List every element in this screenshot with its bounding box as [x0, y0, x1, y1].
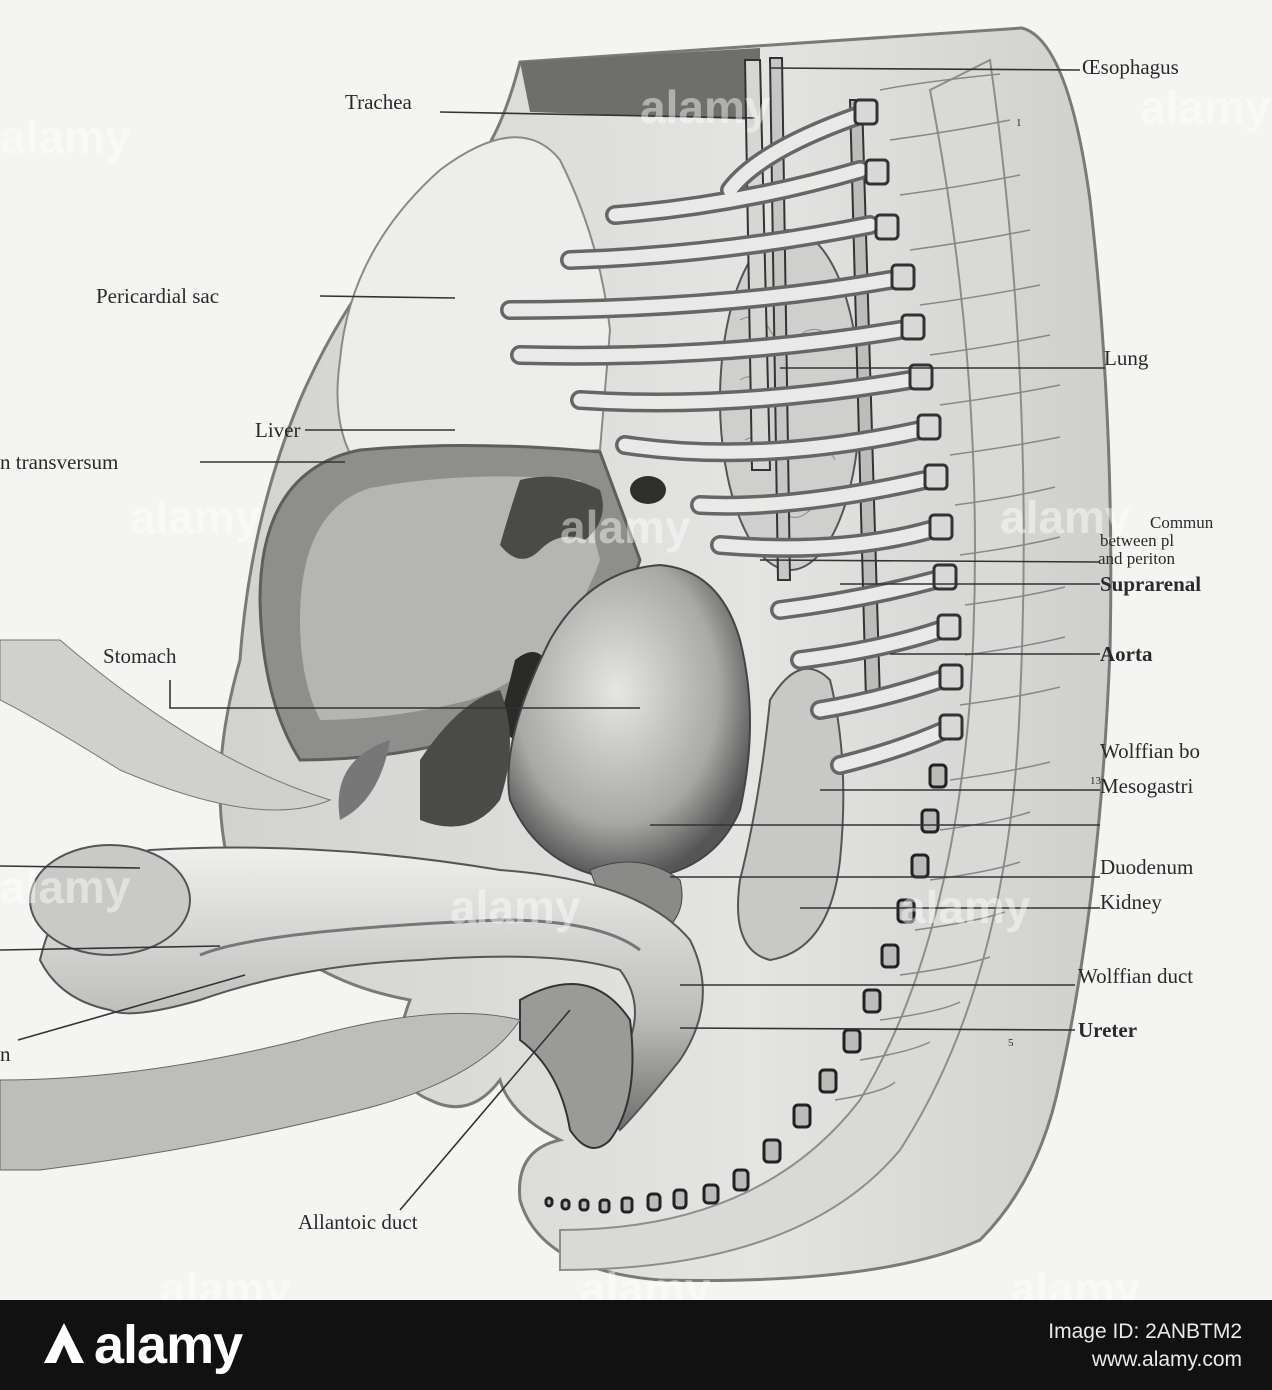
watermark: alamy — [0, 861, 131, 913]
leader-oesophagus — [769, 67, 1081, 71]
label-allantoic-duct: Allantoic duct — [298, 1210, 418, 1234]
umbilical-loop — [29, 844, 191, 956]
label-communication-1: Commun — [1150, 513, 1214, 532]
leader-stomach — [169, 680, 640, 709]
leader-left-upper — [0, 865, 141, 869]
site-url: www.alamy.com — [1091, 1348, 1242, 1371]
watermark: alamy — [640, 81, 771, 133]
label-wolffian-duct: Wolffian duct — [1078, 964, 1194, 988]
watermark: alamy — [0, 111, 131, 163]
label-pericardial-sac: Pericardial sac — [96, 284, 220, 308]
stock-footer: alamy Image ID: 2ANBTM2 www.alamy.com — [0, 1300, 1272, 1390]
spinal-nerves — [834, 73, 1066, 1101]
vertebrae — [853, 98, 964, 741]
watermark: alamy — [1140, 81, 1271, 133]
rib-number-13: 13 — [1090, 775, 1101, 787]
label-kidney: Kidney — [1100, 890, 1162, 914]
leader-left-lower — [0, 945, 221, 951]
label-oesophagus: Œsophagus — [1082, 55, 1179, 79]
leader-communication — [759, 559, 1101, 563]
lumbar-segments — [544, 763, 948, 1214]
image-meta: Image ID: 2ANBTM2 www.alamy.com — [1048, 1318, 1242, 1374]
rib-number-1: 1 — [1016, 117, 1022, 129]
label-mesogastrium: Mesogastri — [1100, 774, 1194, 798]
label-septum-transversum: n transversum — [0, 450, 119, 474]
watermark: alamy — [560, 501, 691, 553]
watermark: alamy — [900, 881, 1031, 933]
label-lung: Lung — [1104, 346, 1149, 370]
watermark: alamy — [1000, 491, 1131, 543]
allantois — [519, 983, 634, 1149]
alamy-logo-mark-icon — [44, 1323, 84, 1363]
anatomical-plate: alamy alamy alamy alamy alamy alamy alam… — [0, 26, 1271, 1282]
label-left-cut: n — [0, 1042, 11, 1066]
label-trachea: Trachea — [345, 90, 412, 114]
lumbar-number-5: 5 — [1008, 1037, 1014, 1049]
leader-trachea — [439, 111, 756, 119]
embryo-illustration — [0, 26, 1113, 1282]
leader-allantoic — [399, 1009, 571, 1211]
logo-text: alamy — [94, 1315, 243, 1375]
label-communication-3: and periton — [1098, 549, 1175, 568]
label-wolffian-body: Wolffian bo — [1100, 739, 1200, 763]
label-liver: Liver — [255, 418, 301, 442]
label-stomach: Stomach — [103, 644, 177, 668]
watermark: alamy — [450, 881, 581, 933]
watermark: alamy — [130, 491, 261, 543]
wolffian-body — [737, 667, 845, 962]
alamy-logo: alamy — [38, 1314, 243, 1376]
dorsal-band — [520, 48, 760, 120]
vessel-openings — [500, 476, 603, 559]
label-suprarenal: Suprarenal — [1100, 572, 1202, 596]
vertebral-band — [559, 58, 1025, 1272]
label-duodenum: Duodenum — [1100, 855, 1194, 879]
leader-pericardial — [319, 295, 456, 299]
leader-lines — [0, 67, 1105, 1211]
label-ureter: Ureter — [1078, 1018, 1138, 1042]
leader-ureter — [679, 1027, 1076, 1031]
stomach — [507, 563, 751, 882]
image-id: Image ID: 2ANBTM2 — [1048, 1320, 1242, 1343]
ribs — [500, 105, 955, 775]
label-aorta: Aorta — [1100, 642, 1153, 666]
label-communication-2: between pl — [1100, 531, 1175, 550]
leader-left-cut — [17, 974, 246, 1041]
